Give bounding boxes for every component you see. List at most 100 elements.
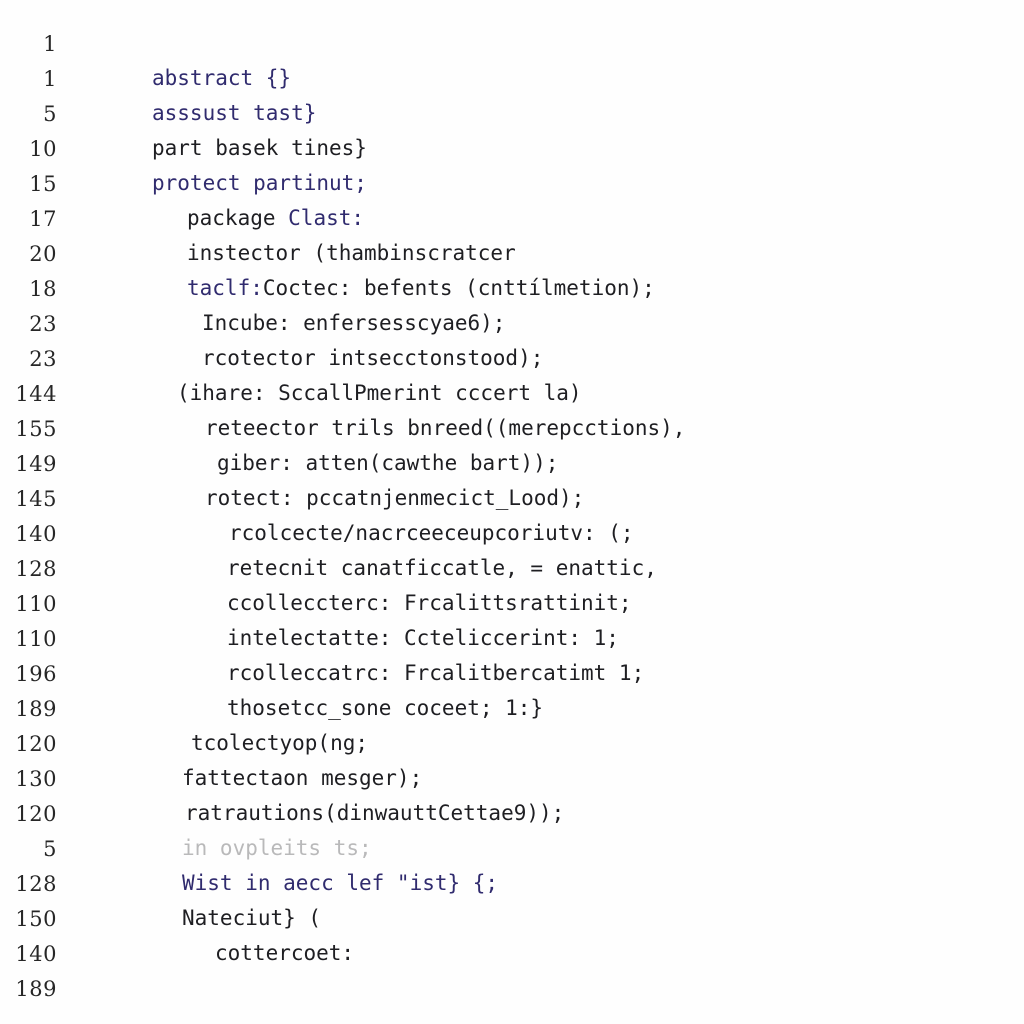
code-text: giber: atten(cawthe bart)); [57, 453, 558, 474]
code-segment-default: package [187, 206, 289, 230]
line-number: 23 [29, 346, 57, 371]
code-line[interactable]: 155 reteector trils bnreed((merepcctions)… [0, 411, 1024, 446]
code-text: tcolectyop(ng; [57, 733, 368, 754]
code-segment-default: rotect: pccatnjenmecict_Lood); [205, 486, 585, 510]
code-line[interactable]: 15 protect partinut; [0, 166, 1024, 201]
line-number: 23 [29, 311, 57, 336]
line-number: 155 [15, 416, 57, 441]
code-segment-default: Coctec: befents (cnttílmetion); [262, 276, 655, 300]
code-text: ccolleccterc: Frcalittsrattinit; [57, 593, 632, 614]
line-number: 1 [43, 31, 57, 56]
code-text: Nateciut} ( [57, 908, 321, 929]
line-number: 128 [15, 871, 57, 896]
code-segment-default: reteector trils bnreed((merepcctions), [205, 416, 686, 440]
code-segment-default: tcolectyop(ng; [191, 731, 369, 755]
code-line[interactable]: 120 tcolectyop(ng; [0, 726, 1024, 761]
line-number: 10 [29, 136, 57, 161]
line-number: 196 [15, 661, 57, 686]
code-text: instector (thambinscratcer [57, 243, 516, 264]
line-number: 17 [29, 206, 57, 231]
code-text: in ovpleits ts; [57, 838, 372, 859]
code-segment-default: ccolleccterc: Frcalittsrattinit; [227, 591, 632, 615]
code-line[interactable]: 149 giber: atten(cawthe bart)); [0, 446, 1024, 481]
line-number: 149 [15, 451, 57, 476]
code-line[interactable]: 5 in ovpleits ts; [0, 831, 1024, 866]
code-line[interactable]: 189 [0, 971, 1024, 1006]
code-text: package Clast: [57, 208, 364, 229]
code-text: cottercoet: [57, 943, 354, 964]
code-text: Incube: enfersesscyae6); [57, 313, 505, 334]
code-segment-keyword: Clast: [288, 206, 365, 230]
line-number: 1 [43, 66, 57, 91]
code-segment-default: (ihare: SccallPmerint cccert la) [177, 381, 582, 405]
code-segment-default: thosetcc_sone coceet; 1:} [227, 696, 544, 720]
code-line[interactable]: 10 part basek tines} [0, 131, 1024, 166]
code-segment-default: Nateciut} ( [182, 906, 322, 930]
code-line[interactable]: 23 Incube: enfersesscyae6); [0, 306, 1024, 341]
line-number: 120 [15, 731, 57, 756]
code-line[interactable]: 110 ccolleccterc: Frcalittsrattinit; [0, 586, 1024, 621]
line-number: 15 [29, 171, 57, 196]
code-text: retecnit canatficcatle, = enattic, [57, 558, 657, 579]
code-line[interactable]: 140 rcolcecte/nacrceeceupcoriutv: (; [0, 516, 1024, 551]
code-line[interactable]: 144 (ihare: SccallPmerint cccert la) [0, 376, 1024, 411]
code-text: asssust tast} [57, 103, 316, 124]
code-text: ratrautions(dinwauttCettae9)); [57, 803, 564, 824]
code-text: protect partinut; [57, 173, 367, 194]
code-line[interactable]: 196 rcolleccatrc: Frcalitbercatimt 1; [0, 656, 1024, 691]
code-text: rcolleccatrc: Frcalitbercatimt 1; [57, 663, 644, 684]
code-text: (ihare: SccallPmerint cccert la) [57, 383, 582, 404]
code-segment-keyword: taclf: [187, 276, 263, 300]
line-number: 110 [15, 626, 57, 651]
line-number: 18 [29, 276, 57, 301]
code-segment-comment: in ovpleits ts; [182, 836, 372, 860]
code-text: reteector trils bnreed((merepcctions), [57, 418, 685, 439]
code-line[interactable]: 110 intelectatte: Ccteliccerint: 1; [0, 621, 1024, 656]
line-number: 110 [15, 591, 57, 616]
code-line[interactable]: 189 thosetcc_sone coceet; 1:} [0, 691, 1024, 726]
code-line[interactable]: 1 [0, 26, 1024, 61]
code-text: rcolcecte/nacrceeceupcoriutv: (; [57, 523, 634, 544]
line-number: 20 [29, 241, 57, 266]
code-text: rcotector intsecctonstood); [57, 348, 543, 369]
code-text: thosetcc_sone coceet; 1:} [57, 698, 543, 719]
code-segment-default: retecnit canatficcatle, = enattic, [227, 556, 657, 580]
line-number: 189 [15, 696, 57, 721]
code-line[interactable]: 140 cottercoet: [0, 936, 1024, 971]
code-segment-default: Incube: enfersesscyae6); [202, 311, 506, 335]
code-segment-default: fattectaon mesger); [182, 766, 423, 790]
code-text: rotect: pccatnjenmecict_Lood); [57, 488, 584, 509]
code-segment-default: rcolleccatrc: Frcalitbercatimt 1; [227, 661, 645, 685]
code-segment-default: cottercoet: [215, 941, 355, 965]
code-segment-keyword: asssust tast} [152, 101, 317, 125]
code-segment-default: intelectatte: Ccteliccerint: 1; [227, 626, 619, 650]
code-segment-default: rcolcecte/nacrceeceupcoriutv: (; [229, 521, 634, 545]
code-text: part basek tines} [57, 138, 367, 159]
code-text: fattectaon mesger); [57, 768, 422, 789]
code-segment-default: giber: atten(cawthe bart)); [217, 451, 559, 475]
line-number: 189 [15, 976, 57, 1001]
line-number: 5 [43, 836, 57, 861]
code-line[interactable]: 20 instector (thambinscratcer [0, 236, 1024, 271]
code-text: abstract {} [57, 68, 291, 89]
code-segment-keyword: protect partinut; [152, 171, 367, 195]
line-number: 144 [15, 381, 57, 406]
code-text: taclf:Coctec: befents (cnttílmetion); [57, 278, 655, 299]
line-number: 140 [15, 521, 57, 546]
code-segment-default: part basek tines} [152, 136, 367, 160]
line-number: 140 [15, 941, 57, 966]
code-segment-default: instector (thambinscratcer [187, 241, 516, 265]
